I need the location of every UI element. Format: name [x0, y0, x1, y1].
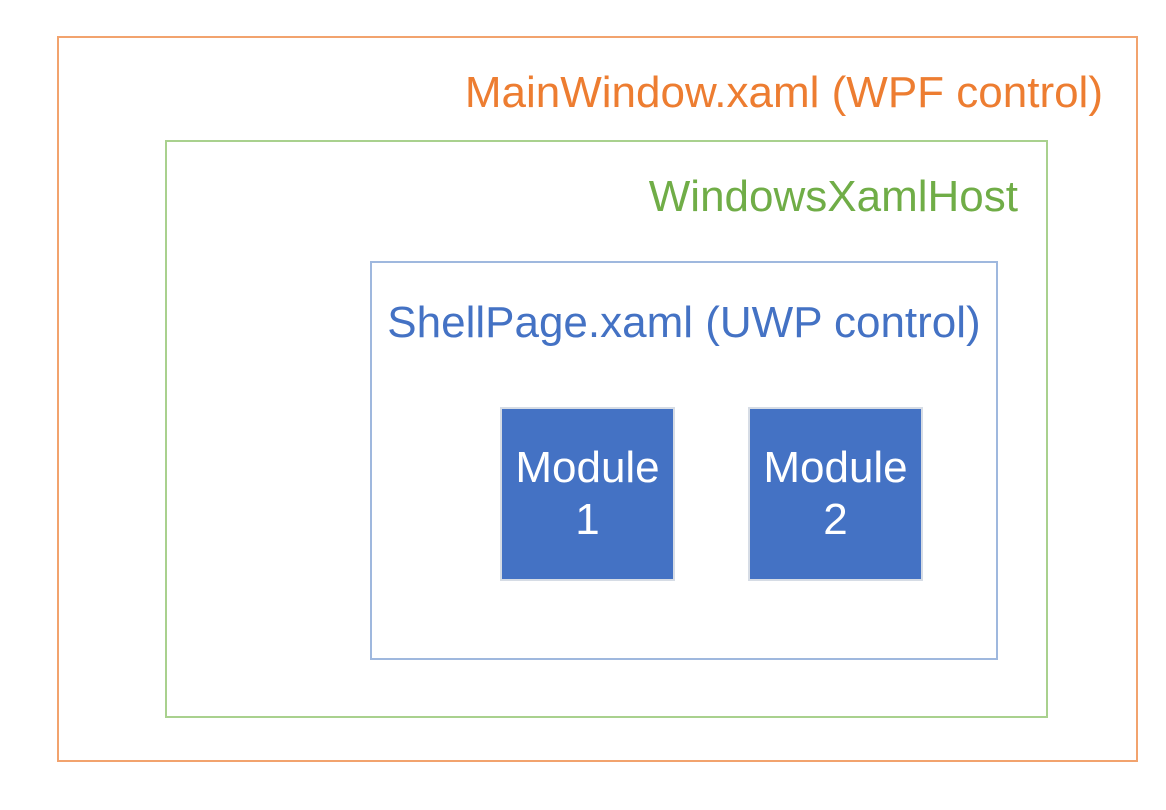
mainwindow-wpf-label: MainWindow.xaml (WPF control): [464, 68, 1103, 117]
module-1-label-line1: Module: [515, 443, 660, 493]
module-2-label-line1: Module: [763, 443, 908, 493]
module-2-label-line2: 2: [823, 495, 848, 544]
windowsxamlhost-label: WindowsXamlHost: [648, 172, 1018, 221]
module-1-label-line2: 1: [575, 495, 600, 544]
module-1-box: Module 1: [500, 407, 675, 581]
shellpage-uwp-box: [370, 261, 998, 660]
shellpage-uwp-label: ShellPage.xaml (UWP control): [387, 298, 981, 347]
module-2-box: Module 2: [748, 407, 923, 581]
mainwindow-wpf-box: [57, 36, 1138, 762]
windowsxamlhost-box: [165, 140, 1048, 718]
